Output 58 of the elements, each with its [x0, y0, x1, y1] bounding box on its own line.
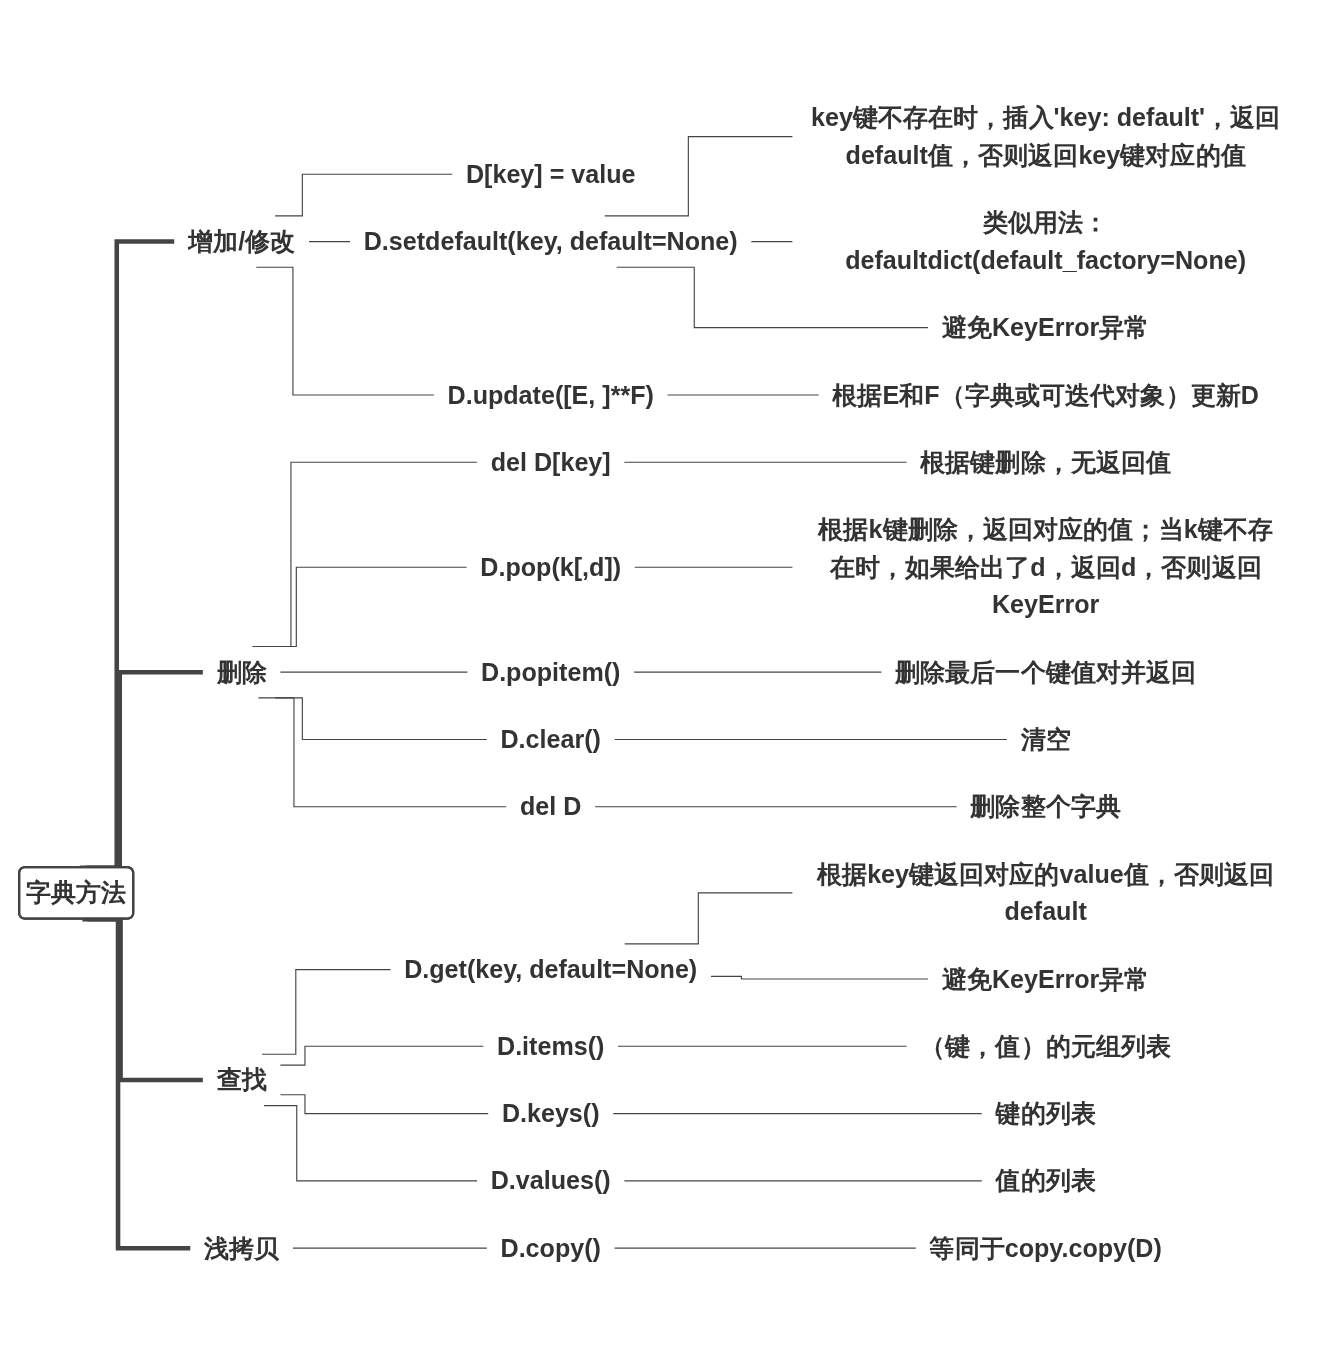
connector — [617, 1045, 908, 1047]
connector — [612, 1113, 983, 1115]
connector — [263, 1105, 478, 1182]
node-text: D.popitem() — [481, 657, 621, 687]
connector — [624, 892, 793, 945]
node-text: 删除最后一个键值对并返回 — [895, 657, 1197, 687]
node-text: 根据键删除，无返回值 — [920, 448, 1172, 477]
connector — [261, 969, 392, 1055]
node-text: 根据k键删除，返回对应的值；当k键不存在时，如果给出了d，返回d，否则返回KeyError — [818, 515, 1273, 620]
connector — [623, 461, 908, 463]
connector — [616, 266, 929, 329]
connector — [634, 566, 793, 568]
node-text: 类似用法：defaultdict(default_factory=None) — [845, 208, 1247, 275]
node-text: D.values() — [490, 1166, 611, 1196]
node-text: 增加/修改 — [187, 227, 296, 256]
node-text: del D[key] — [490, 448, 611, 477]
connector — [750, 241, 793, 243]
node-text: D.keys() — [501, 1099, 600, 1128]
connector — [594, 806, 958, 808]
node-text: key键不存在时，插入'key: default'，返回default值，否则返回key键对应的值 — [811, 103, 1281, 170]
connector — [279, 1045, 484, 1066]
connector — [292, 1247, 488, 1249]
connector — [604, 136, 793, 217]
node-text: 查找 — [216, 1065, 267, 1095]
node-text: 根据key键返回对应的value值，否则返回default — [816, 859, 1275, 926]
connector — [614, 1247, 917, 1249]
node-text: （键，值）的元组列表 — [920, 1032, 1172, 1061]
node-text: 避免KeyError异常 — [941, 313, 1150, 342]
connector — [262, 566, 468, 648]
node-text: D.pop(k[,d]) — [480, 552, 622, 582]
node-text: 键的列表 — [995, 1099, 1096, 1128]
connector — [308, 241, 351, 243]
connector — [251, 461, 478, 648]
node-text: D[key] = value — [465, 160, 636, 189]
connector — [633, 671, 882, 673]
node-text: 删除整个字典 — [970, 792, 1121, 822]
node-text: 等同于copy.copy(D) — [929, 1233, 1162, 1263]
node-text: 根据E和F（字典或可迭代对象）更新D — [832, 380, 1259, 410]
node-text: D.setdefault(key, default=None) — [363, 227, 738, 256]
node-text: del D — [520, 792, 582, 822]
connector — [279, 1094, 489, 1115]
connector — [710, 975, 929, 980]
connector — [279, 671, 468, 673]
node-text: D.update([E, ]**F) — [447, 380, 654, 410]
connector — [274, 173, 453, 217]
node-text: 删除 — [216, 657, 267, 687]
connector — [614, 738, 1008, 741]
node-text: D.items() — [497, 1032, 605, 1061]
node-text: 值的列表 — [995, 1166, 1096, 1196]
connector — [623, 1180, 983, 1182]
node-text: 浅拷贝 — [203, 1233, 280, 1263]
node-text: 避免KeyError异常 — [941, 964, 1150, 994]
node-text: D.copy() — [500, 1233, 601, 1263]
node-text: D.clear() — [500, 725, 601, 754]
connector — [257, 697, 507, 808]
node-text: 清空 — [1020, 725, 1071, 754]
connector — [255, 266, 435, 396]
node-text: D.get(key, default=None) — [404, 955, 698, 984]
